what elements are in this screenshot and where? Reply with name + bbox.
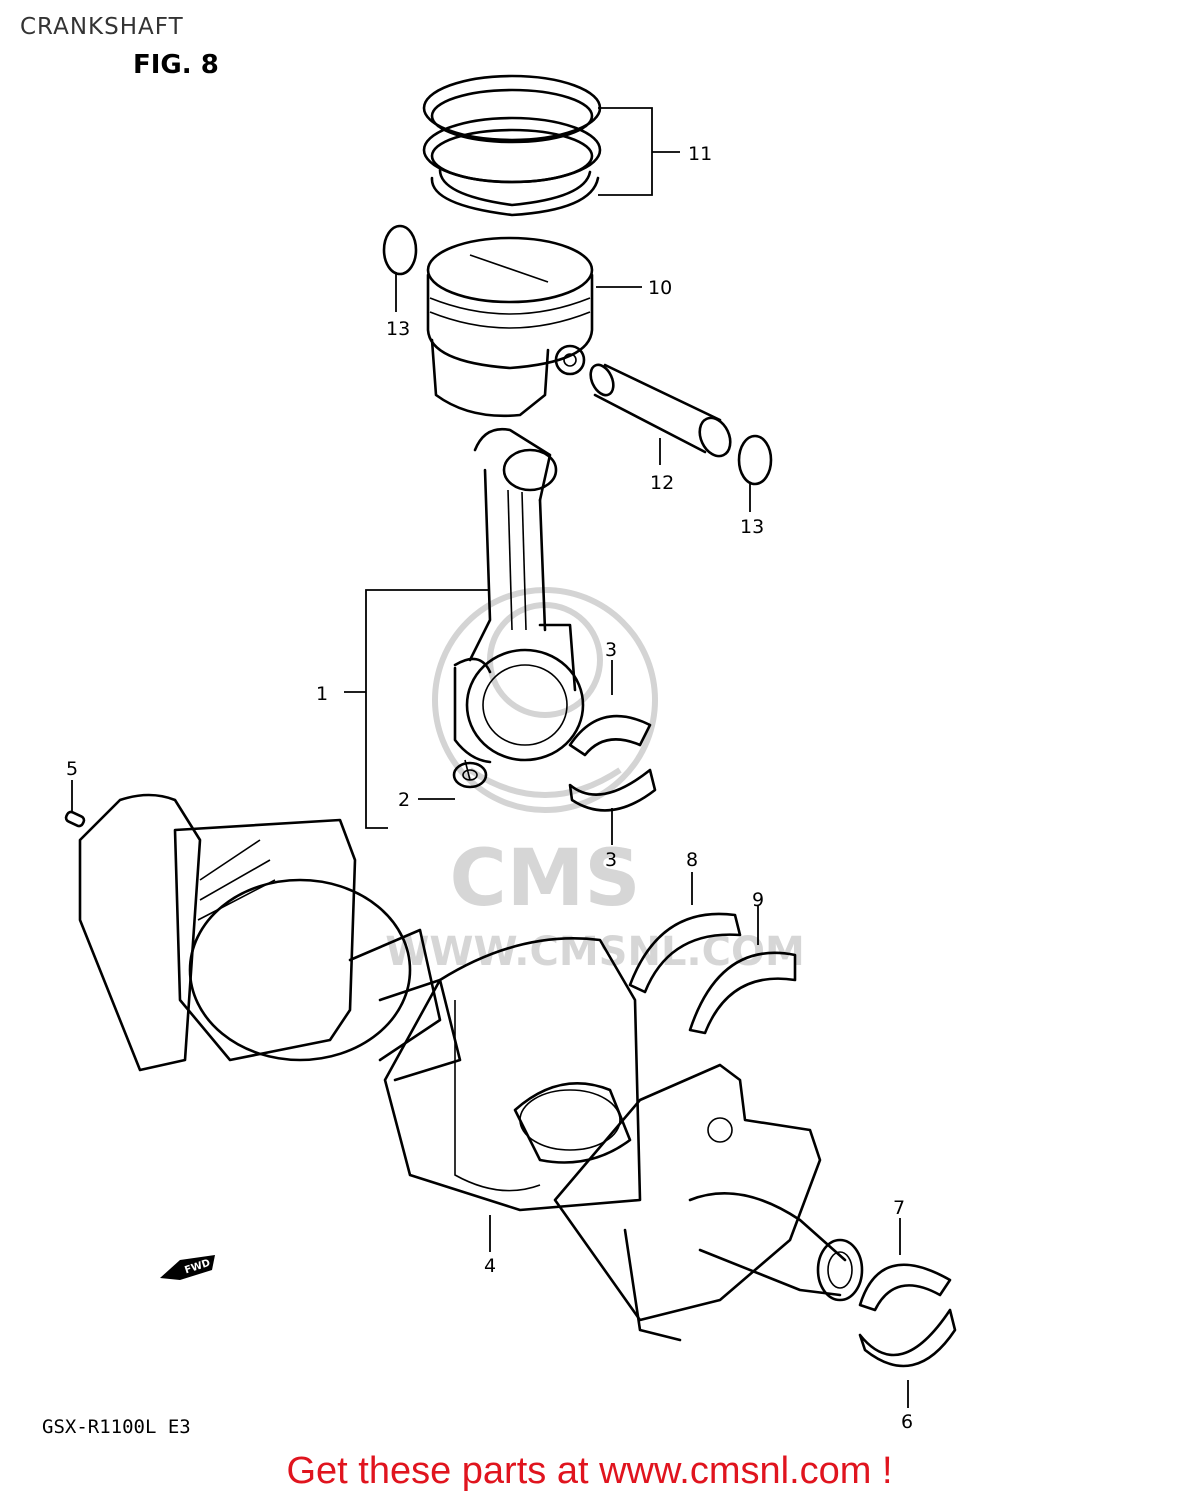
callout-8: 8 xyxy=(686,849,698,871)
callout-13-top: 13 xyxy=(386,318,410,340)
crankshaft xyxy=(78,793,864,1342)
cmsnl-watermark: CMS WWW.CMSNL.COM xyxy=(385,587,805,975)
thrust-washers xyxy=(628,912,797,1035)
conrod-bearings xyxy=(568,714,657,812)
callout-3-top: 3 xyxy=(605,639,617,661)
main-bearings xyxy=(858,1263,957,1368)
callout-6: 6 xyxy=(901,1411,913,1433)
piston-pin-circlip-left xyxy=(382,224,418,276)
callout-3-bottom: 3 xyxy=(605,849,617,871)
footer-banner-link[interactable]: Get these parts at www.cmsnl.com ! xyxy=(286,1450,893,1492)
rod-nut xyxy=(452,761,488,789)
piston xyxy=(426,236,594,418)
connecting-rod xyxy=(453,427,585,781)
piston-rings xyxy=(422,74,602,217)
figure-label: FIG. 8 xyxy=(133,50,219,80)
callout-7: 7 xyxy=(893,1197,905,1219)
watermark-url-text: WWW.CMSNL.COM xyxy=(385,929,805,975)
callout-2: 2 xyxy=(398,789,410,811)
dowel-pin xyxy=(64,810,86,828)
leader-lines xyxy=(71,107,909,1408)
callout-4: 4 xyxy=(484,1255,496,1277)
callout-12: 12 xyxy=(650,472,674,494)
callout-5: 5 xyxy=(66,758,78,780)
callout-1: 1 xyxy=(316,683,328,705)
model-code: GSX-R1100L E3 xyxy=(42,1416,191,1438)
watermark-logo-text: CMS xyxy=(449,834,640,924)
piston-pin xyxy=(589,363,732,458)
piston-pin-circlip-right xyxy=(737,434,773,486)
callout-11: 11 xyxy=(688,143,712,165)
callout-10: 10 xyxy=(648,277,672,299)
fwd-arrow-icon xyxy=(160,1255,215,1280)
callout-13-right: 13 xyxy=(740,516,764,538)
callout-9: 9 xyxy=(752,889,764,911)
page-title: CRANKSHAFT xyxy=(20,14,184,40)
